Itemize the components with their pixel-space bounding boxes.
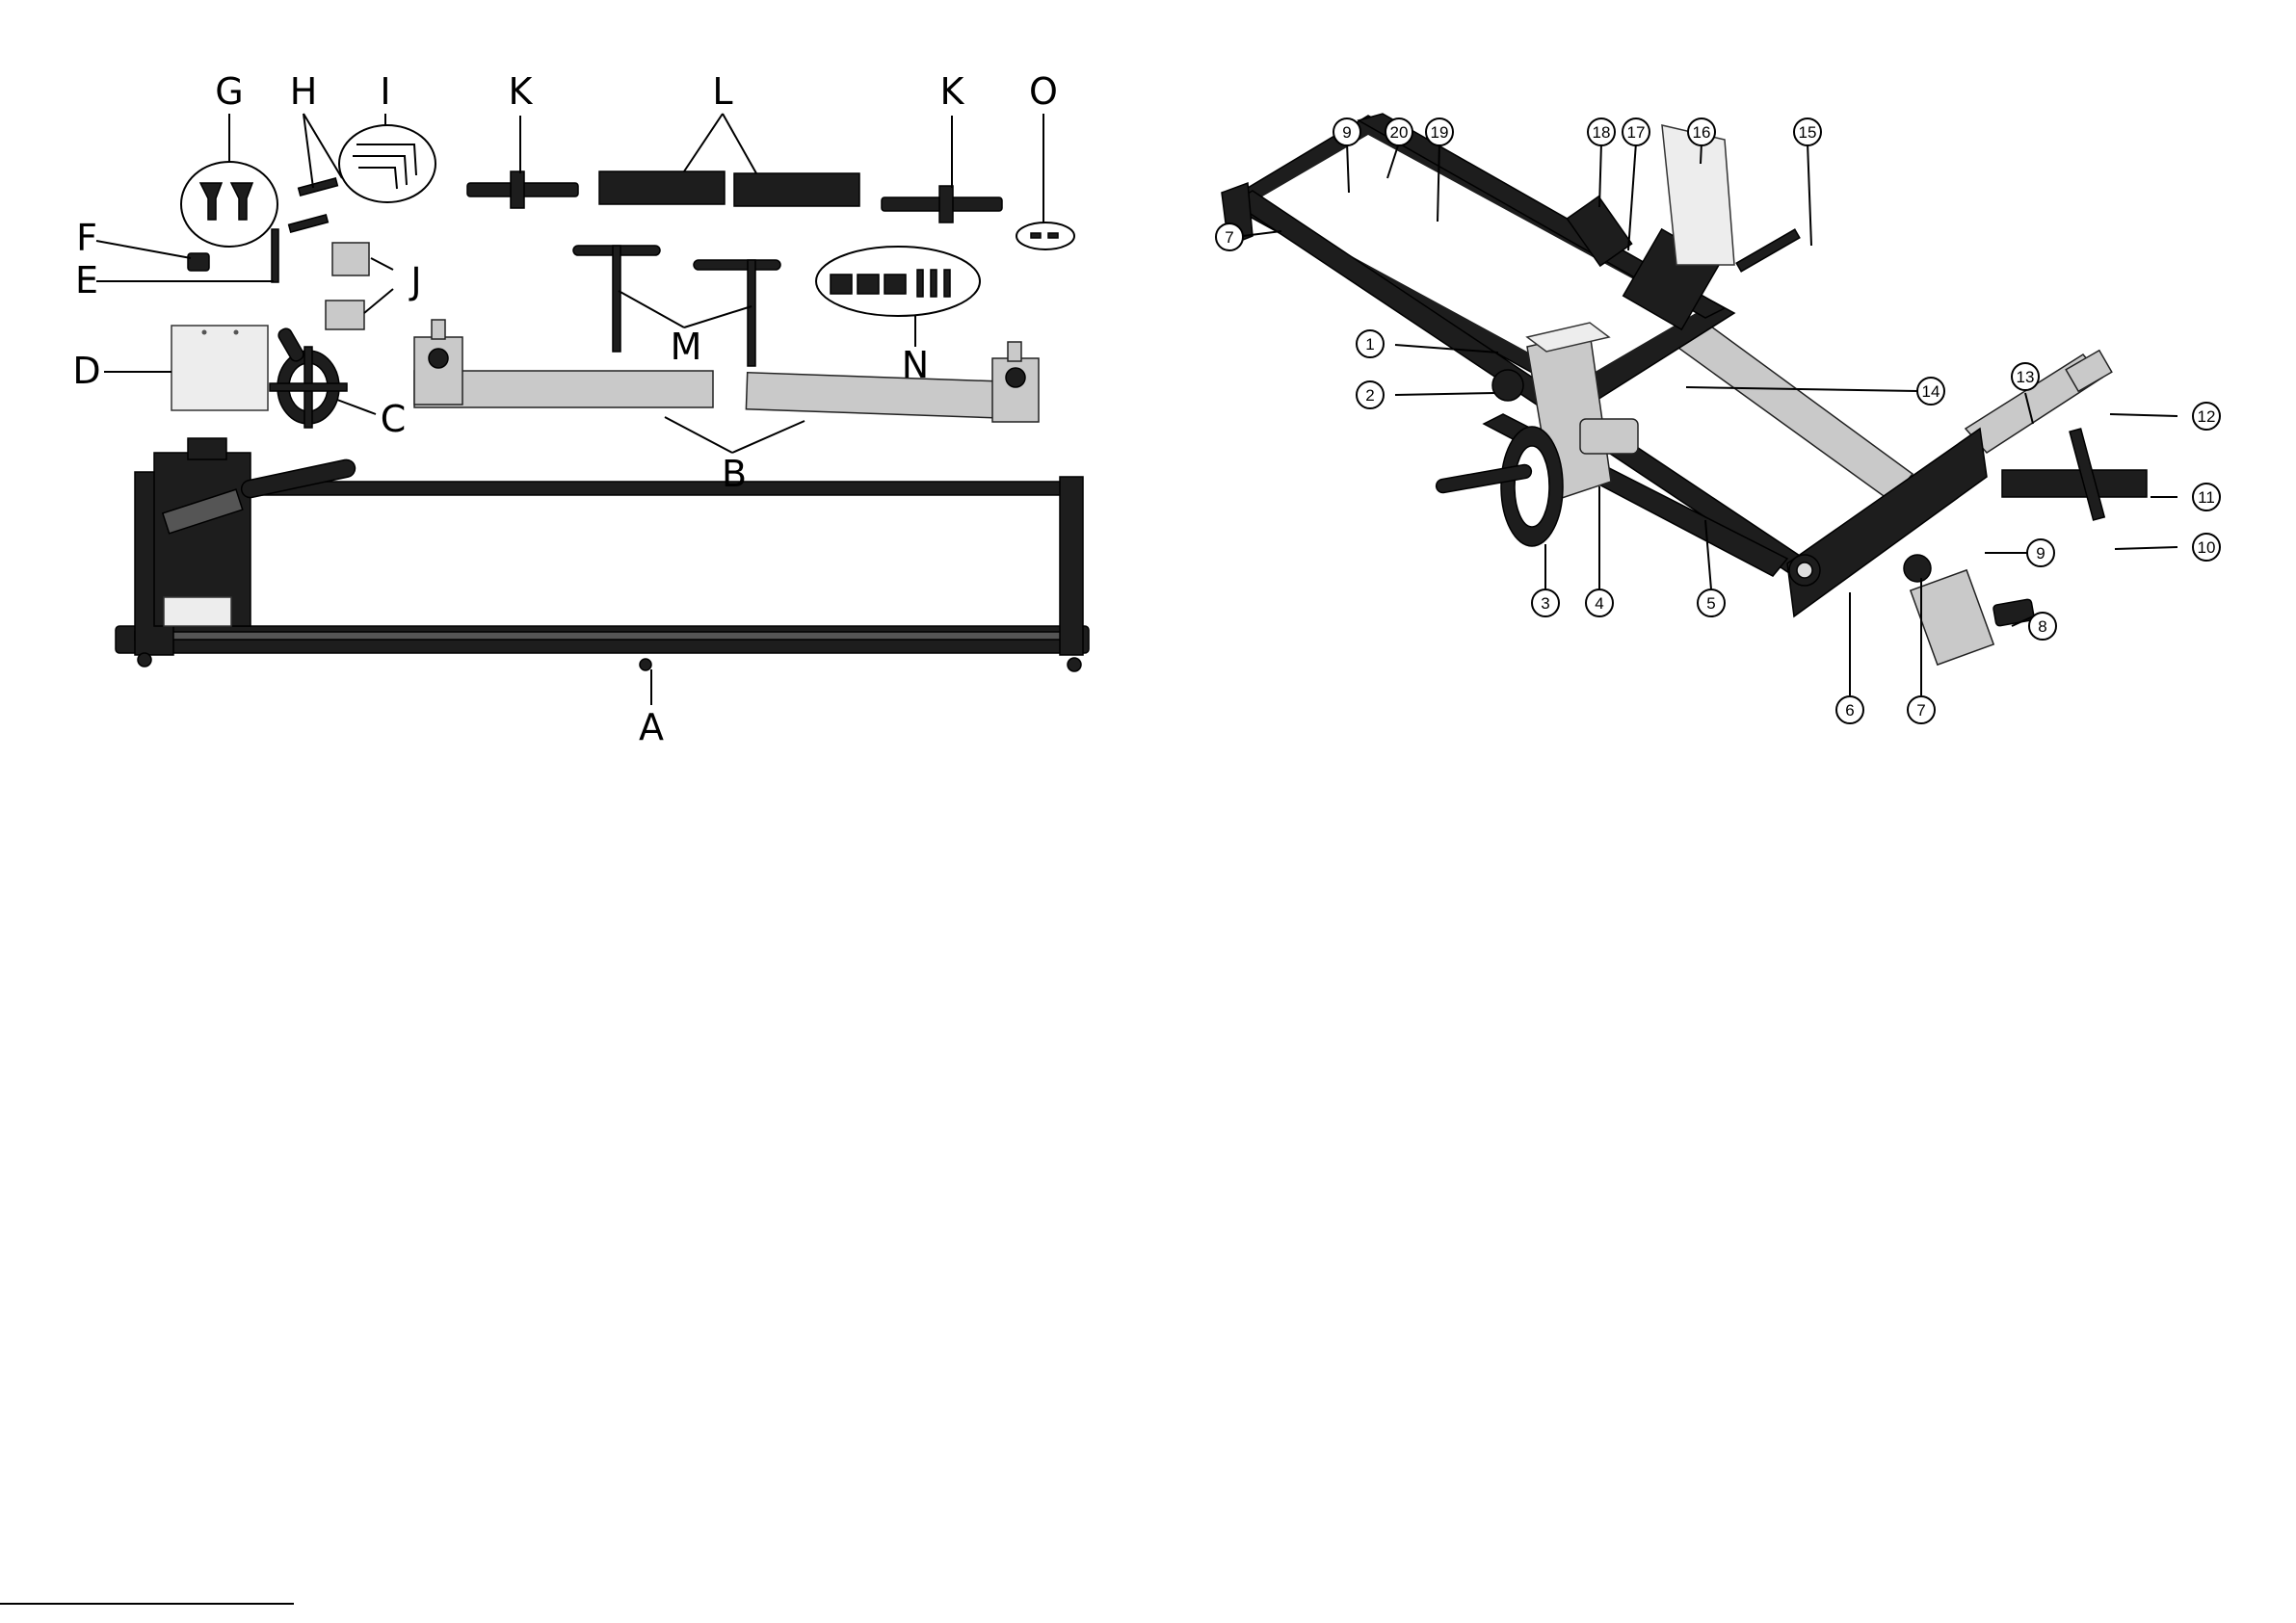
svg-text:12: 12 xyxy=(2198,407,2216,426)
callout-19: 19 xyxy=(1426,118,1453,145)
callout-7-left: 7 xyxy=(1216,223,1243,250)
callout-11: 11 xyxy=(2193,484,2220,510)
label-h: H xyxy=(290,70,318,113)
part-d-plate-hole xyxy=(234,330,239,335)
callout-16: 16 xyxy=(1688,118,1715,145)
callout-4: 4 xyxy=(1586,589,1613,616)
label-f: F xyxy=(76,217,97,259)
part-d-plate-hole xyxy=(202,330,207,335)
svg-text:6: 6 xyxy=(1845,701,1854,720)
label-o: O xyxy=(1029,70,1058,113)
label-b: B xyxy=(722,453,747,495)
callout-6: 6 xyxy=(1836,696,1863,723)
callout-5: 5 xyxy=(1698,589,1725,616)
svg-text:9: 9 xyxy=(2036,544,2045,563)
callout-3: 3 xyxy=(1532,589,1559,616)
svg-text:7: 7 xyxy=(1225,228,1233,247)
part-o-small-parts xyxy=(1016,223,1074,249)
part-d-plate xyxy=(172,326,268,410)
right-assembly-figure: 9 20 19 18 17 16 15 7 1 2 14 13 12 11 10… xyxy=(1216,114,2220,723)
label-a: A xyxy=(639,706,664,748)
left-parts-figure: G H I K L K O F E J M N D C B A xyxy=(72,70,1089,748)
label-j: J xyxy=(409,260,421,302)
callout-10: 10 xyxy=(2193,534,2220,561)
part-c-handwheel xyxy=(270,327,347,428)
svg-text:13: 13 xyxy=(2017,368,2035,386)
svg-text:20: 20 xyxy=(1390,123,1409,142)
svg-text:9: 9 xyxy=(1342,123,1351,142)
callout-17: 17 xyxy=(1623,118,1649,145)
callout-8: 8 xyxy=(2029,613,2056,640)
svg-text:10: 10 xyxy=(2198,538,2216,557)
part-n-nuts-bolts xyxy=(816,247,980,316)
label-k-left: K xyxy=(509,70,534,113)
svg-text:1: 1 xyxy=(1365,335,1374,353)
part-g-knobs xyxy=(181,162,277,247)
callout-9-top: 9 xyxy=(1333,118,1360,145)
svg-text:11: 11 xyxy=(2198,488,2215,507)
svg-text:19: 19 xyxy=(1431,123,1449,142)
callout-18: 18 xyxy=(1588,118,1615,145)
part-l-jaw-pads xyxy=(599,171,859,206)
part-b-extension-bars xyxy=(414,320,1039,422)
label-c: C xyxy=(381,398,407,440)
part-e-pin xyxy=(272,229,278,282)
part-j-blocks xyxy=(326,243,369,329)
label-k-right: K xyxy=(940,70,965,113)
svg-text:17: 17 xyxy=(1627,123,1646,142)
label-m: M xyxy=(671,326,702,368)
callout-2: 2 xyxy=(1357,381,1384,408)
label-i: I xyxy=(380,70,390,113)
part-a-main-frame xyxy=(116,438,1089,671)
callout-20: 20 xyxy=(1386,118,1412,145)
svg-text:4: 4 xyxy=(1595,594,1603,613)
svg-text:3: 3 xyxy=(1541,594,1549,613)
part-f-knob xyxy=(188,253,209,271)
callout-15: 15 xyxy=(1794,118,1821,145)
label-e: E xyxy=(75,259,98,301)
callout-7-bottom: 7 xyxy=(1908,696,1935,723)
label-n: N xyxy=(902,344,929,386)
svg-text:18: 18 xyxy=(1593,123,1611,142)
part-i-hex-keys xyxy=(339,125,435,202)
callout-14: 14 xyxy=(1917,378,1944,405)
svg-text:16: 16 xyxy=(1693,123,1711,142)
callout-9-right: 9 xyxy=(2027,539,2054,566)
svg-text:5: 5 xyxy=(1706,594,1715,613)
label-l: L xyxy=(712,70,732,113)
svg-text:14: 14 xyxy=(1922,382,1940,401)
callout-1: 1 xyxy=(1357,330,1384,357)
svg-text:7: 7 xyxy=(1916,701,1925,720)
label-g: G xyxy=(215,70,243,113)
svg-text:2: 2 xyxy=(1365,386,1374,405)
callout-12: 12 xyxy=(2193,403,2220,430)
svg-text:15: 15 xyxy=(1799,123,1817,142)
callout-13: 13 xyxy=(2012,363,2039,390)
svg-text:8: 8 xyxy=(2038,617,2046,636)
label-d: D xyxy=(72,350,100,392)
